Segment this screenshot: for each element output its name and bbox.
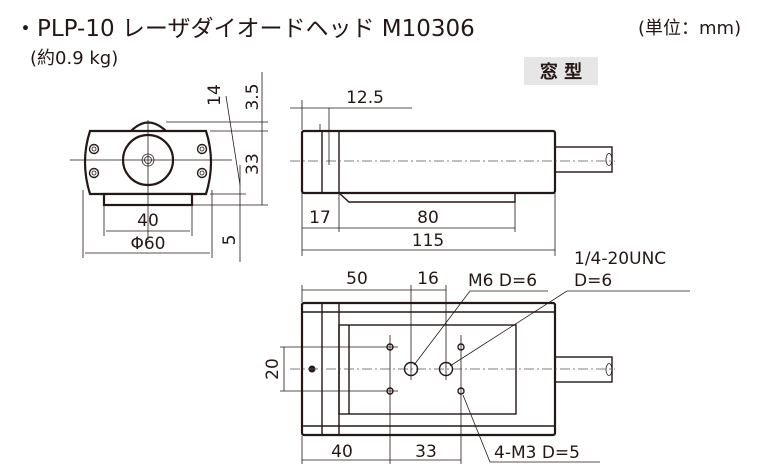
front-view: 40 Φ60 14 3.5 33 5 xyxy=(70,72,268,262)
weight-label: (約0.9 kg) xyxy=(30,48,118,69)
cable xyxy=(554,146,613,173)
dim-phi60: Φ60 xyxy=(130,234,165,254)
callout-m3: 4-M3 D=5 xyxy=(494,443,580,463)
top-bump xyxy=(130,121,167,132)
callout-unc: 1/4-20UNC xyxy=(574,249,666,269)
dim-17: 17 xyxy=(309,208,331,228)
side-body xyxy=(300,129,557,195)
dim-50: 50 xyxy=(346,269,368,289)
dim-80: 80 xyxy=(417,208,439,228)
callout-unc-depth: D=6 xyxy=(574,271,612,291)
dim-115: 115 xyxy=(412,231,444,251)
dim-3-5: 3.5 xyxy=(243,83,263,110)
type-badge xyxy=(524,57,598,85)
dim-33-bottom: 33 xyxy=(415,442,437,462)
dim-5: 5 xyxy=(220,235,240,246)
dim-14: 14 xyxy=(205,84,225,106)
bottom-cable xyxy=(554,356,613,383)
screw-icons xyxy=(88,143,208,179)
bottom-view: 50 16 20 40 33 M6 D=6 1/4-20UNC D=6 4-M3… xyxy=(263,249,690,464)
dim-33: 33 xyxy=(243,153,263,175)
dim-40: 40 xyxy=(137,211,159,231)
callout-m6: M6 D=6 xyxy=(468,271,537,291)
dim-40-bottom: 40 xyxy=(331,442,353,462)
dim-16: 16 xyxy=(417,269,439,289)
unit-label: (単位：mm) xyxy=(638,18,741,39)
dim-12-5: 12.5 xyxy=(346,88,384,108)
type-badge-label: 窓 型 xyxy=(540,61,582,83)
side-base-plate xyxy=(338,192,516,203)
product-title: ・PLP-10 レーザダイオードヘッド M10306 xyxy=(14,16,475,42)
side-view: 12.5 17 80 115 xyxy=(290,88,615,256)
dim-20: 20 xyxy=(263,358,283,380)
